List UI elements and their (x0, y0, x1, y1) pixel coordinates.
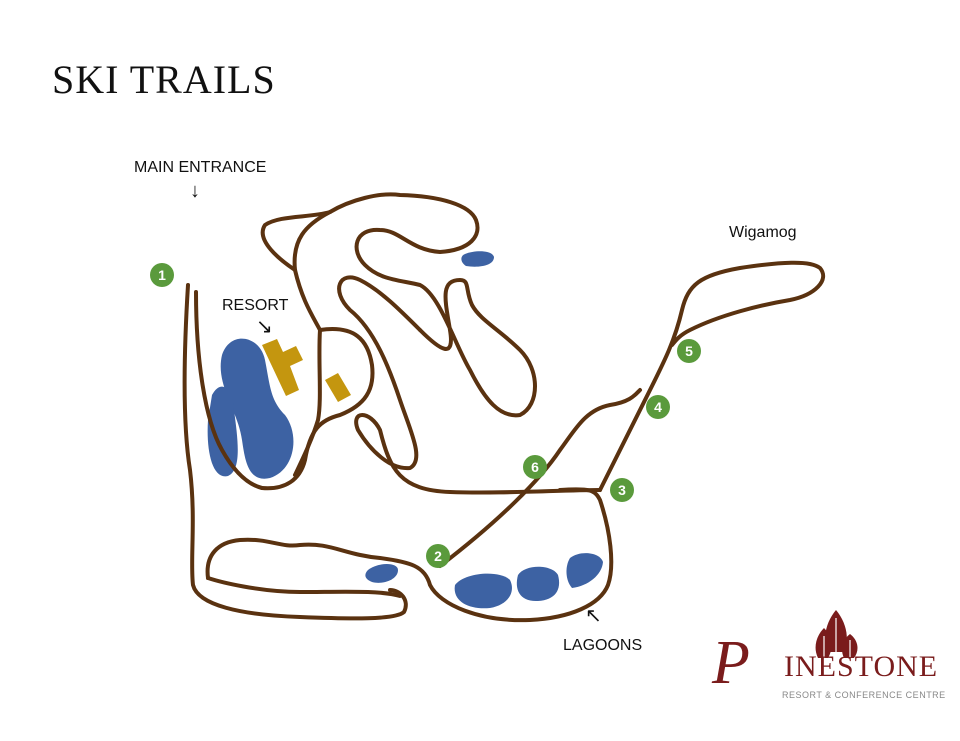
page-title: SKI TRAILS (52, 57, 276, 102)
svg-text:3: 3 (618, 482, 626, 498)
main-entrance-arrow: ↓ (190, 180, 200, 202)
svg-text:4: 4 (654, 399, 662, 415)
trail-north-loop (260, 210, 332, 477)
trail-marker-6: 6 (523, 455, 547, 479)
resort-label: RESORT (222, 297, 289, 314)
logo-name: INESTONE (784, 650, 939, 683)
trail-central-loop (260, 192, 537, 491)
resort-arrow: ↘ (256, 316, 273, 338)
lake-north (461, 251, 494, 267)
wigamog-label: Wigamog (729, 224, 797, 241)
trail-markers: 1 2 3 4 5 6 (150, 263, 701, 568)
svg-text:1: 1 (158, 267, 166, 283)
trail-south-loop (205, 487, 614, 623)
resort-buildings (262, 339, 351, 402)
trail-marker-4: 4 (646, 395, 670, 419)
lagoon-1 (454, 573, 512, 609)
lagoons-label: LAGOONS (563, 637, 643, 654)
trail-marker-1: 1 (150, 263, 174, 287)
pinestone-logo: P INESTONE RESORT & CONFERENCE CENTRE (712, 608, 945, 708)
lagoon-2 (516, 566, 560, 602)
trail-marker-3: 3 (610, 478, 634, 502)
lagoon-3 (566, 553, 603, 588)
trail-lagoon-diagonal (438, 388, 642, 568)
trail-west-outer (182, 283, 408, 621)
lake-south-small (365, 564, 398, 583)
trails (182, 192, 826, 623)
logo-initial: P (712, 629, 750, 697)
pine-trees-icon (815, 610, 858, 662)
svg-text:2: 2 (434, 548, 442, 564)
svg-text:6: 6 (531, 459, 539, 475)
lake-resort (220, 338, 294, 479)
lake-west (207, 386, 238, 477)
trail-inner-loop (337, 275, 602, 495)
logo-subtitle: RESORT & CONFERENCE CENTRE (782, 690, 946, 700)
trail-west-inner (194, 290, 264, 490)
main-entrance-label: MAIN ENTRANCE (134, 159, 267, 176)
resort-main-building (262, 339, 303, 396)
lakes (207, 251, 603, 609)
resort-annex-building (325, 373, 351, 402)
trail-marker-5: 5 (677, 339, 701, 363)
trail-center-link (206, 576, 402, 598)
trail-marker-2: 2 (426, 544, 450, 568)
svg-text:5: 5 (685, 343, 693, 359)
lagoons-arrow: ↖ (585, 605, 602, 627)
trail-east-spine (598, 260, 826, 492)
